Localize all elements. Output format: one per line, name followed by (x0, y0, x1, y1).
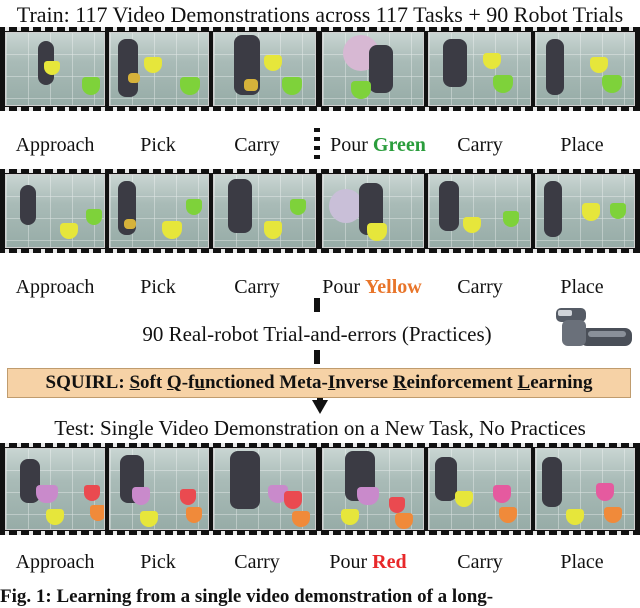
frame-approach (5, 174, 105, 248)
connector-dash-1 (314, 298, 320, 312)
frame-carry (213, 448, 316, 530)
banner-u-l: L (517, 372, 531, 393)
train-title: Train: 117 Video Demonstrations across 1… (16, 2, 624, 27)
row3-labels: Approach Pick Carry Pour Red Carry Place (0, 551, 640, 579)
label-pick: Pick (140, 134, 176, 156)
film-strip-train-green (0, 27, 640, 111)
label-pour: Pour (329, 551, 368, 573)
label-carry: Carry (234, 276, 280, 298)
label-pour-green: Pour Green (330, 134, 426, 157)
banner-prefix: SQUIRL: (45, 372, 130, 393)
banner-part: nctioned Meta- (204, 372, 328, 393)
label-approach: Approach (15, 551, 95, 573)
frame-carry-2 (428, 448, 531, 530)
label-place: Place (560, 276, 604, 298)
frame-pour (322, 448, 424, 530)
frame-approach (5, 32, 105, 106)
label-approach: Approach (15, 134, 95, 156)
frame-pour (322, 32, 424, 106)
label-approach: Approach (15, 276, 95, 298)
banner-u-r: R (392, 372, 407, 393)
banner-u-s: S (129, 372, 141, 393)
robot-hand-icon (556, 308, 632, 346)
label-carry-2: Carry (457, 551, 503, 573)
row2-labels: Approach Pick Carry Pour Yellow Carry Pl… (0, 276, 640, 304)
row1-labels: Approach Pick Carry Pour Green Carry Pla… (0, 134, 640, 162)
frame-carry-2 (428, 32, 531, 106)
dots-1 (314, 128, 320, 132)
film-strip-test-red (0, 443, 640, 535)
dots-3 (314, 146, 320, 150)
banner-part: einforcement (406, 372, 518, 393)
banner-u-i: I (327, 372, 336, 393)
label-carry: Carry (234, 134, 280, 156)
frame-carry (213, 32, 316, 106)
down-arrow-icon (312, 400, 328, 414)
banner-u-u: u (194, 372, 205, 393)
banner-part: oft (140, 372, 167, 393)
label-pour-red: Pour Red (329, 551, 406, 574)
frame-place (535, 174, 635, 248)
pour-color-red: Red (372, 551, 407, 573)
frame-carry (213, 174, 316, 248)
practice-text: 90 Real-robot Trial-and-errors (Practice… (142, 322, 492, 346)
banner-part: earning (530, 372, 593, 393)
frame-pick (109, 448, 209, 530)
banner-u-q: Q (166, 372, 182, 393)
frame-pour (322, 174, 424, 248)
label-place: Place (560, 551, 604, 573)
test-title: Test: Single Video Demonstration on a Ne… (54, 416, 586, 440)
banner-part: nverse (335, 372, 393, 393)
label-pour: Pour (322, 276, 361, 298)
frame-pick (109, 32, 209, 106)
frame-approach (5, 448, 105, 530)
label-pour: Pour (330, 134, 368, 156)
label-pick: Pick (140, 276, 176, 298)
figure-caption: Fig. 1: Learning from a single video dem… (0, 586, 494, 607)
frame-place (535, 32, 635, 106)
frame-carry-2 (428, 174, 531, 248)
label-carry-2: Carry (457, 134, 503, 156)
dots-2 (314, 137, 320, 141)
film-strip-train-yellow (0, 169, 640, 253)
connector-dash-2 (314, 350, 320, 364)
label-carry-2: Carry (457, 276, 503, 298)
dots-4 (314, 155, 320, 159)
frame-pick (109, 174, 209, 248)
squirl-banner: SQUIRL: Soft Q-functioned Meta-Inverse R… (7, 368, 631, 398)
pour-color-yellow: Yellow (365, 276, 422, 298)
label-carry: Carry (234, 551, 280, 573)
pour-color-green: Green (372, 134, 426, 156)
frame-place (535, 448, 635, 530)
label-pour-yellow: Pour Yellow (322, 276, 421, 299)
label-pick: Pick (140, 551, 176, 573)
label-place: Place (560, 134, 604, 156)
banner-part: -f (181, 372, 195, 393)
